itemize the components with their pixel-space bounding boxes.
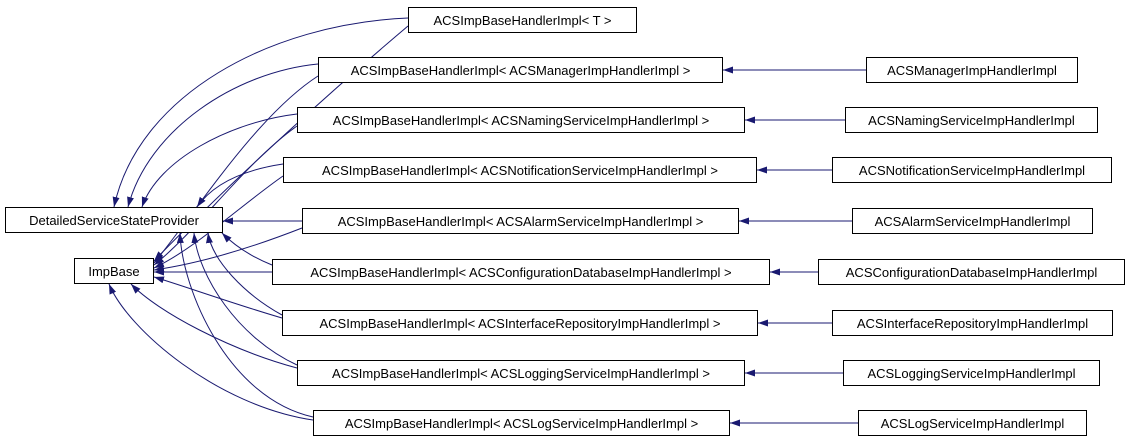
class-node-m_irp[interactable]: ACSImpBaseHandlerImpl< ACSInterfaceRepos…	[282, 310, 758, 336]
class-node-r_cdb[interactable]: ACSConfigurationDatabaseImpHandlerImpl	[818, 259, 1125, 285]
inheritance-edge-m_irp-to-dssp	[206, 232, 283, 316]
inheritance-edge-m_log-to-impbase	[130, 283, 298, 369]
class-node-dssp[interactable]: DetailedServiceStateProvider	[5, 207, 223, 233]
class-node-r_not[interactable]: ACSNotificationServiceImpHandlerImpl	[832, 157, 1112, 183]
inheritance-edge-m_lsv-to-impbase	[108, 283, 314, 421]
class-node-r_log[interactable]: ACSLoggingServiceImpHandlerImpl	[843, 360, 1100, 386]
inheritance-edge-m_nam-to-dssp	[141, 113, 298, 208]
class-node-r_irp[interactable]: ACSInterfaceRepositoryImpHandlerImpl	[832, 310, 1113, 336]
inheritance-edge-m_mgr-to-impbase	[153, 75, 319, 264]
inheritance-edge-m_cdb-to-dssp	[221, 232, 273, 266]
inheritance-edges	[108, 17, 866, 427]
class-node-r_nam[interactable]: ACSNamingServiceImpHandlerImpl	[845, 107, 1098, 133]
class-node-tpl[interactable]: ACSImpBaseHandlerImpl< T >	[408, 7, 637, 33]
inheritance-edge-m_log-to-dssp	[191, 232, 298, 366]
inheritance-edge-m_lsv-to-dssp	[176, 232, 314, 418]
class-node-r_mgr[interactable]: ACSManagerImpHandlerImpl	[866, 57, 1078, 83]
class-node-m_alm[interactable]: ACSImpBaseHandlerImpl< ACSAlarmServiceIm…	[302, 208, 739, 234]
class-node-m_cdb[interactable]: ACSImpBaseHandlerImpl< ACSConfigurationD…	[272, 259, 770, 285]
class-node-m_nam[interactable]: ACSImpBaseHandlerImpl< ACSNamingServiceI…	[297, 107, 745, 133]
class-node-m_not[interactable]: ACSImpBaseHandlerImpl< ACSNotificationSe…	[283, 157, 757, 183]
inheritance-edge-m_mgr-to-dssp	[127, 63, 319, 208]
class-node-m_log[interactable]: ACSImpBaseHandlerImpl< ACSLoggingService…	[297, 360, 745, 386]
class-node-m_lsv[interactable]: ACSImpBaseHandlerImpl< ACSLogServiceImpH…	[313, 410, 730, 436]
class-node-m_mgr[interactable]: ACSImpBaseHandlerImpl< ACSManagerImpHand…	[318, 57, 723, 83]
inheritance-edge-tpl-to-dssp	[112, 17, 409, 208]
inheritance-edge-m_irp-to-impbase	[153, 276, 283, 319]
inheritance-edge-m_alm-to-impbase	[153, 227, 303, 273]
class-node-r_alm[interactable]: ACSAlarmServiceImpHandlerImpl	[852, 208, 1093, 234]
class-node-r_lsv[interactable]: ACSLogServiceImpHandlerImpl	[858, 410, 1087, 436]
inheritance-edge-m_nam-to-impbase	[153, 125, 298, 266]
class-node-impbase[interactable]: ImpBase	[74, 258, 154, 284]
